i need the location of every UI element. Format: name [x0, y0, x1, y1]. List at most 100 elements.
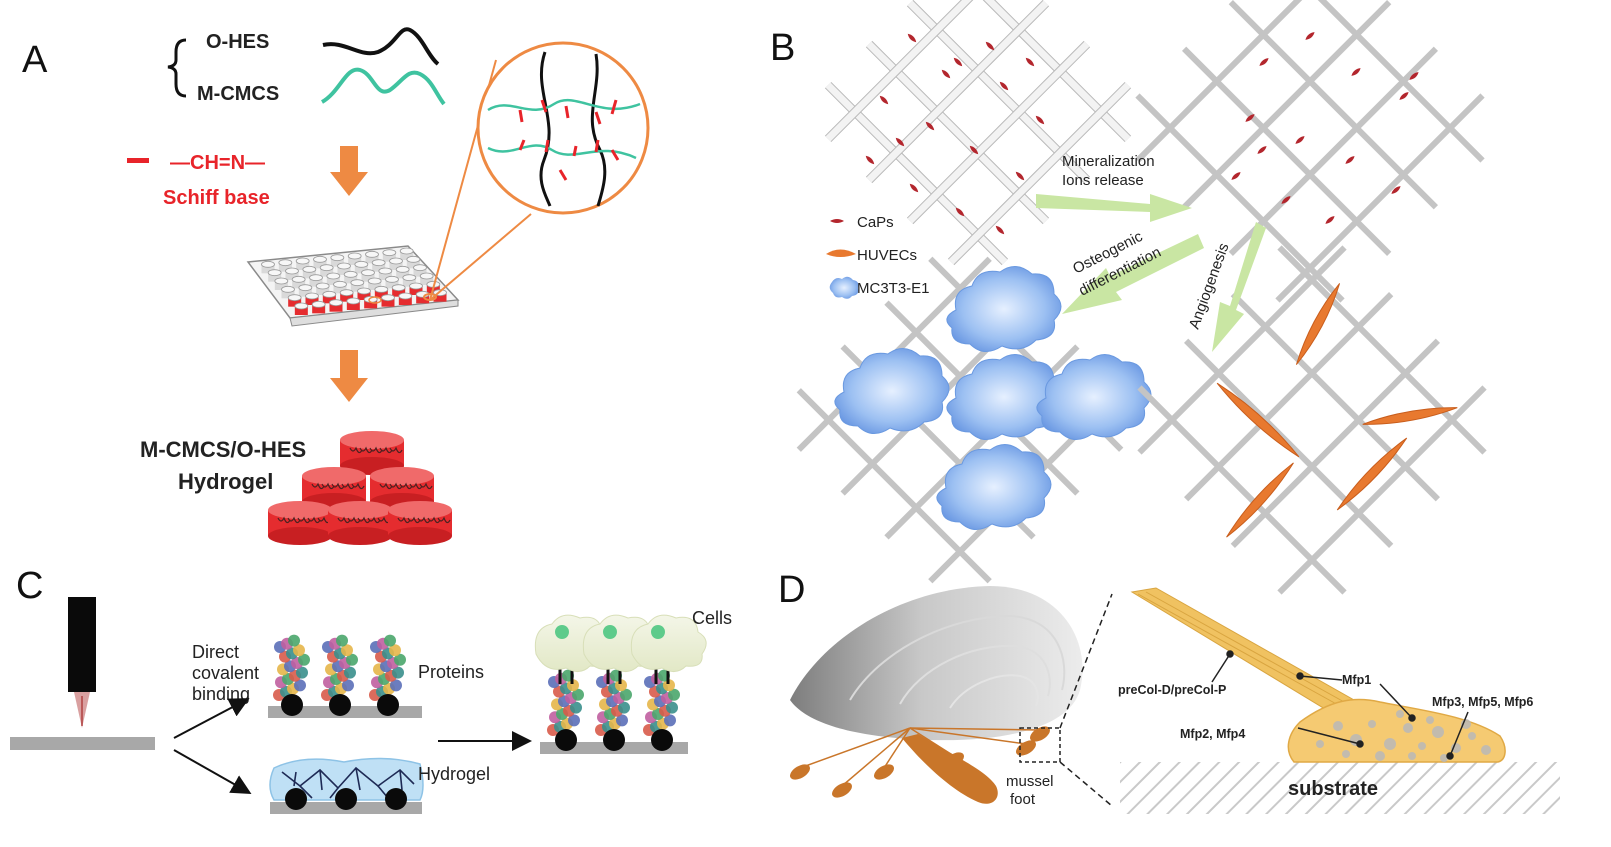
well-top: [287, 294, 302, 302]
protein-granule: [1375, 751, 1385, 761]
schiff-formula: —CH=N—: [170, 152, 265, 174]
byssal-threads: [790, 726, 1050, 798]
network-squiggle: [357, 516, 371, 524]
well-top: [295, 257, 310, 265]
scaffold-strut: [825, 0, 972, 142]
hydrogel-disc-top: [302, 467, 366, 485]
scaffold-strut: [948, 82, 1131, 265]
schiff-crosslink: [610, 99, 618, 115]
well-top: [382, 249, 397, 257]
network-squiggle: [341, 482, 355, 490]
cell-body: [630, 614, 707, 672]
anchor-bead: [281, 694, 303, 716]
panel-b-letter: B: [770, 27, 795, 69]
caps-particle: [955, 207, 965, 217]
caps-particle: [1231, 172, 1241, 180]
well-body: [420, 276, 434, 285]
caps-particle: [1391, 186, 1401, 194]
protein-granule: [1432, 726, 1444, 738]
reaction-arrow-1: [330, 146, 368, 196]
legend-mc3t3-mark: [829, 276, 859, 299]
network-squiggle: [287, 516, 301, 524]
well-body: [285, 271, 299, 280]
well-top: [357, 287, 371, 295]
well-body: [374, 289, 388, 299]
well-top: [413, 264, 427, 272]
schiff-crosslink: [564, 105, 570, 119]
well-body: [329, 302, 343, 312]
zoom-box: [1019, 727, 1061, 763]
network-squiggle: [417, 516, 431, 524]
well-body: [322, 294, 336, 304]
caps-particle: [1245, 114, 1255, 122]
panel-b: B Mineralization Ions release Osteogenic…: [770, 0, 1487, 595]
protein-granule: [1403, 723, 1413, 733]
well-body: [261, 264, 275, 274]
scaffold-strut: [907, 41, 1090, 224]
legend-huvecs: HUVECs: [857, 247, 917, 264]
brace: [167, 38, 187, 98]
caps-particle: [895, 137, 905, 147]
well-top: [339, 289, 354, 297]
scaffold-strut: [1135, 0, 1303, 163]
caps-particle: [1409, 72, 1419, 80]
mc3t3-cell: [936, 444, 1052, 530]
protein-granule: [1342, 750, 1350, 758]
well-body: [368, 281, 382, 290]
well-top: [385, 275, 399, 283]
caps-particle: [1281, 196, 1291, 204]
network-squiggle: [419, 482, 433, 490]
well-top: [313, 255, 327, 263]
protein-subunit: [567, 679, 579, 692]
protein-subunit: [384, 634, 396, 647]
well-top: [322, 290, 337, 298]
byssal-plaque: [790, 764, 810, 780]
protein-subunit: [390, 679, 402, 692]
well-body: [365, 254, 379, 264]
well-body: [278, 262, 292, 272]
arrow-to-proteins: [173, 698, 250, 739]
caps-particle: [999, 81, 1009, 91]
network-squiggle: [379, 482, 393, 490]
caps-particle: [925, 121, 935, 131]
schiff-crosslink: [518, 109, 524, 123]
well-body: [312, 304, 326, 314]
protein-subunit: [615, 679, 627, 692]
network-squiggle: [389, 482, 403, 490]
scaffold-strut: [1230, 338, 1440, 548]
well-top: [337, 262, 351, 270]
well-body: [364, 299, 378, 309]
anchor-bead: [329, 694, 351, 716]
hydrogel-disc-bottom: [388, 527, 452, 545]
adhesive-plaque: [1287, 698, 1506, 763]
well-body: [357, 291, 371, 300]
well-body: [402, 277, 416, 287]
well-top: [315, 282, 330, 290]
mc3t3-cell: [1036, 354, 1152, 440]
scaffold-strut: [1137, 245, 1347, 455]
network-squiggle: [437, 516, 451, 524]
well-body: [381, 297, 395, 307]
scaffold-strut: [866, 0, 1049, 183]
legend-mc3t3: MC3T3-E1: [857, 280, 930, 297]
well-body: [396, 269, 410, 279]
m-cmcs-label: M-CMCS: [197, 83, 279, 105]
well-top: [361, 269, 375, 277]
caps-particle: [1035, 115, 1045, 125]
zoom-line-lower: [429, 213, 532, 301]
well-top: [298, 284, 313, 292]
well-body: [413, 267, 427, 277]
byssal-plaque: [874, 764, 894, 780]
panel-c-letter: C: [16, 565, 43, 607]
well-body: [378, 271, 392, 280]
protein-subunit: [668, 688, 680, 701]
well-body: [348, 256, 362, 265]
well-body: [346, 301, 360, 310]
caps-particle: [941, 69, 951, 79]
well-top: [409, 282, 423, 290]
protein-granule: [1368, 720, 1376, 728]
panel-a-letter: A: [22, 39, 48, 81]
protein-subunit: [389, 644, 401, 657]
well-body: [288, 297, 302, 307]
proteins-label: Proteins: [418, 662, 484, 682]
